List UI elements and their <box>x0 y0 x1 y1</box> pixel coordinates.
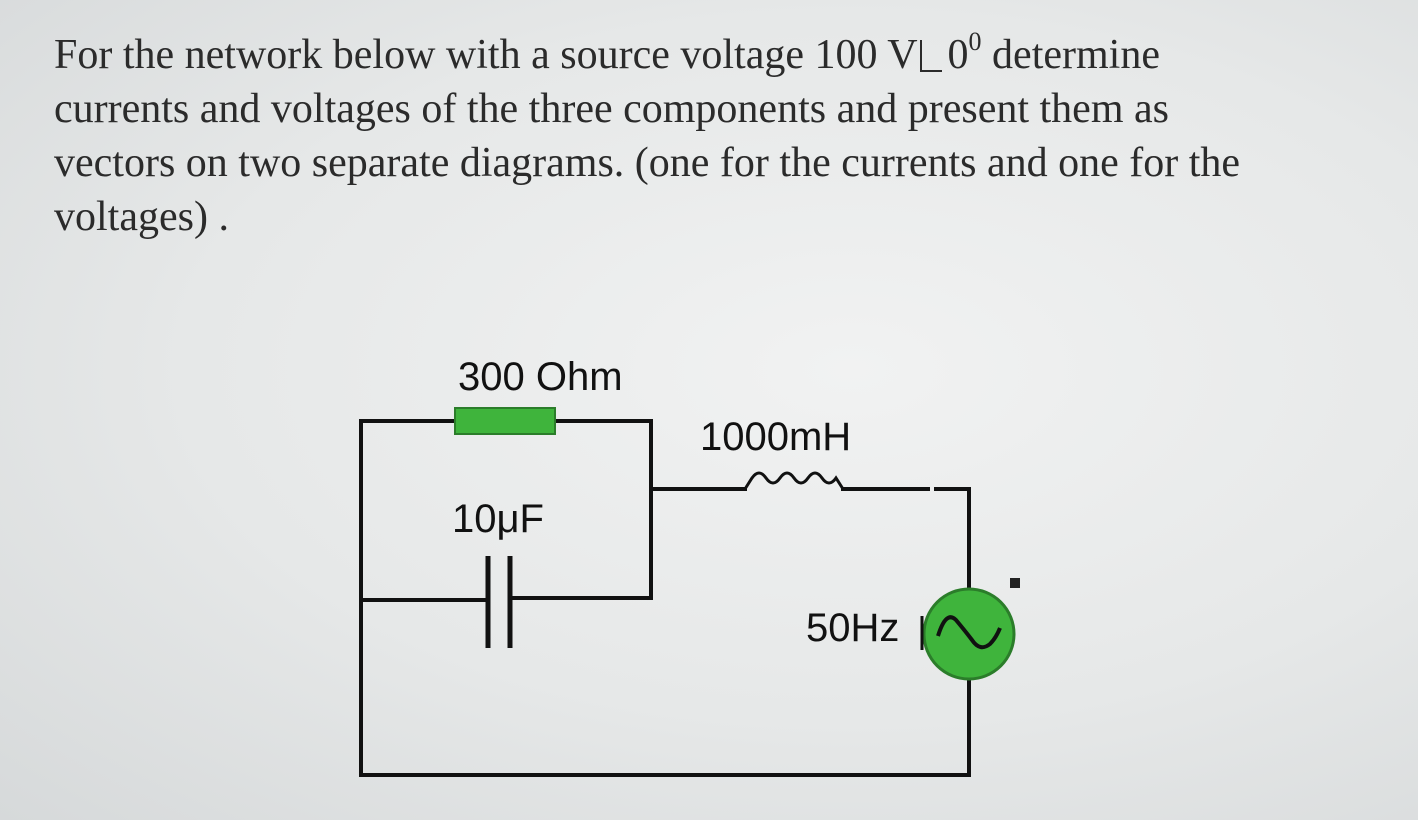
capacitor-symbol <box>485 556 513 648</box>
problem-line-4: voltages) . <box>54 194 229 240</box>
circuit-wires <box>359 419 971 777</box>
resistor-symbol <box>454 407 556 435</box>
inductor-symbol <box>743 471 845 490</box>
resistor-label: 300 Ohm <box>458 355 623 399</box>
sine-wave-icon <box>936 615 1002 650</box>
problem-statement: For the network below with a source volt… <box>54 28 1384 244</box>
degree-superscript: 0 <box>968 27 982 56</box>
problem-line-1: For the network below with a source volt… <box>54 28 1384 82</box>
problem-line-1-end: determine <box>981 32 1160 78</box>
inductor-label: 1000mH <box>700 415 851 459</box>
angle-value: 0 <box>947 32 969 78</box>
angle-symbol <box>919 40 942 72</box>
problem-line-3: vectors on two separate diagrams. (one f… <box>54 140 1241 186</box>
problem-line-2: currents and voltages of the three compo… <box>54 86 1169 132</box>
problem-line-1-text: For the network below with a source volt… <box>54 32 918 78</box>
source-label: 50Hz <box>806 606 899 650</box>
capacitor-label: 10μF <box>452 497 544 541</box>
source-polarity-marker <box>1010 578 1020 588</box>
